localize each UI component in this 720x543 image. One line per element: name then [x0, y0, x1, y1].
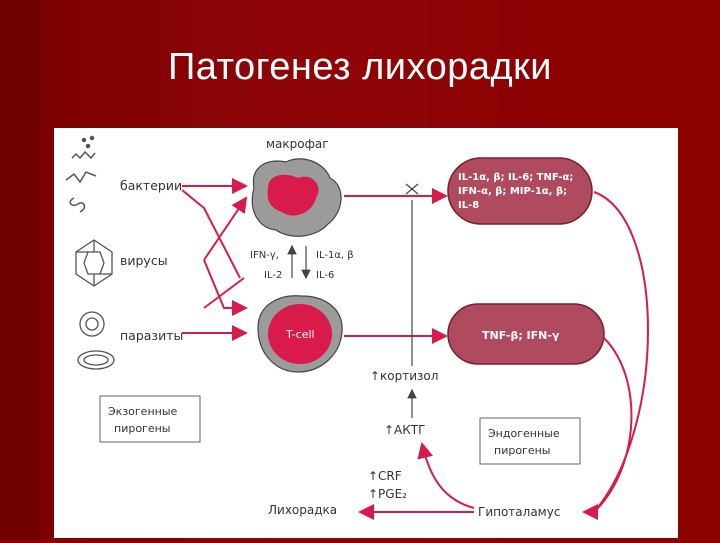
parasite-icon — [77, 311, 115, 370]
endogenous-pyrogens-box — [479, 417, 581, 465]
left-band — [0, 0, 40, 540]
acth-text: ↑АКТГ — [384, 423, 425, 437]
inhibit-cross-icon — [405, 183, 419, 195]
macrophage-cell — [251, 158, 342, 237]
hypothalamus-text: Гипоталамус — [478, 505, 560, 519]
endo-line-2: пирогены — [494, 444, 550, 457]
box1-line-3: IL-8 — [458, 200, 479, 211]
t-cell — [257, 295, 343, 373]
box2-text: TNF-β; IFN-γ — [482, 329, 560, 342]
curve-from-box1 — [593, 191, 649, 513]
fever-pathogenesis-diagram: бактерии вирусы паразиты макрофаг — [65, 135, 649, 520]
box1-line-1: IL-1α, β; IL-6; TNF-α; — [458, 172, 573, 183]
diagram-panel: бактерии вирусы паразиты макрофаг — [54, 128, 678, 538]
slide-title: Патогенез лихорадки — [167, 46, 553, 88]
cytokine-left-2: IL-2 — [264, 270, 282, 281]
cytokine-right-2: IL-6 — [316, 270, 334, 281]
source-bacteria: бактерии — [120, 178, 182, 193]
hypothalamus-to-acth-arrow — [417, 442, 475, 509]
pge-text: ↑PGE₂ — [368, 487, 407, 501]
cytokine-box-1 — [447, 157, 593, 225]
bacteria-icon — [65, 135, 97, 213]
cortisol-text: ↑кортизол — [370, 369, 438, 383]
box1-line-2: IFN-α, β; MIP-1α, β; — [458, 186, 567, 197]
source-arrows — [181, 178, 248, 341]
source-viruses: вирусы — [120, 253, 168, 268]
cytokine-left-1: IFN-γ, — [250, 250, 279, 261]
macrophage-label: макрофаг — [266, 137, 329, 151]
t-cell-label: T-cell — [285, 328, 315, 341]
cytokine-right-1: IL-1α, β — [316, 250, 354, 261]
source-parasites: паразиты — [120, 328, 183, 343]
exo-line-1: Экзогенные — [108, 405, 178, 418]
endo-line-1: Эндогенные — [488, 427, 560, 440]
cytokine-box-2 — [447, 303, 605, 365]
virus-icon — [75, 239, 113, 287]
curve-from-box2 — [593, 337, 633, 513]
fever-text: Лихорадка — [268, 503, 337, 517]
crf-text: ↑CRF — [368, 469, 402, 483]
exo-line-2: пирогены — [114, 422, 170, 435]
exogenous-pyrogens-box — [99, 395, 201, 443]
